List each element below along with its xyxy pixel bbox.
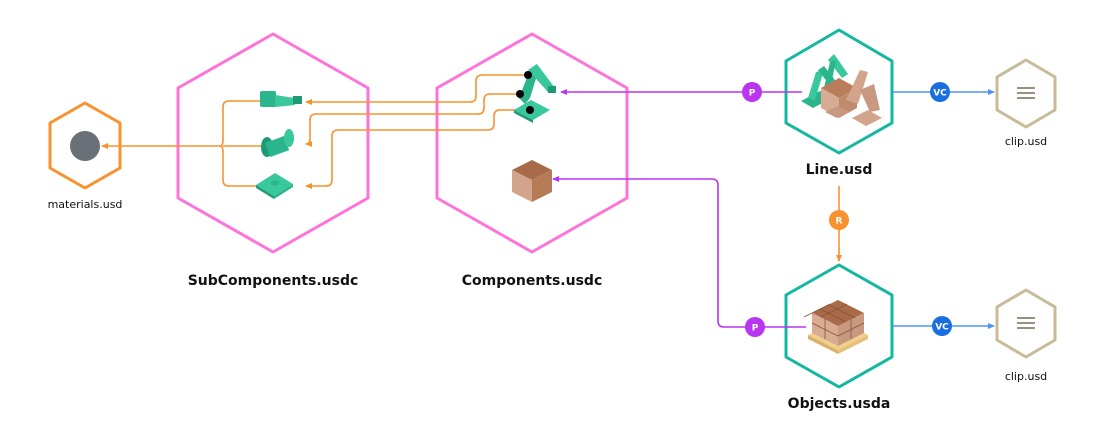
objects-hexagon[interactable] xyxy=(784,263,894,389)
valueclip-badge-top[interactable]: VC xyxy=(930,82,950,102)
valueclip-badge-top-label: VC xyxy=(933,89,947,99)
pallet-icon xyxy=(803,300,868,354)
clip-top-label: clip.usd xyxy=(1005,135,1047,148)
edge-objects-to-components xyxy=(552,176,806,328)
reference-badge-label: R xyxy=(836,217,843,227)
clip-bottom-label: clip.usd xyxy=(1005,370,1047,383)
line-hexagon[interactable] xyxy=(784,28,894,155)
timeline-icon xyxy=(1017,87,1035,99)
payload-badge-top-label: P xyxy=(749,89,756,99)
subcomponents-hexagon[interactable] xyxy=(176,32,370,254)
materials-label: materials.usd xyxy=(48,198,123,211)
edge-arm-joint3 xyxy=(305,109,529,189)
timeline-icon xyxy=(1017,317,1035,329)
payload-badge-bottom[interactable]: P xyxy=(745,317,765,337)
valueclip-connections xyxy=(892,89,995,329)
line-label: Line.usd xyxy=(806,162,873,178)
valueclip-badge-bottom-label: VC xyxy=(935,323,949,333)
sphere-icon xyxy=(70,131,100,161)
robot-base-arm-icon xyxy=(260,91,302,107)
clip-top-hexagon[interactable] xyxy=(995,58,1057,129)
payload-badge-top[interactable]: P xyxy=(742,82,762,102)
clip-bottom-hexagon[interactable] xyxy=(995,288,1057,359)
payload-badge-bottom-label: P xyxy=(752,324,759,334)
subcomponents-label: SubComponents.usdc xyxy=(188,273,359,289)
reference-badge[interactable]: R xyxy=(829,210,849,230)
edge-arm-joint1 xyxy=(305,74,527,105)
valueclip-badge-bottom[interactable]: VC xyxy=(932,316,952,336)
components-label: Components.usdc xyxy=(462,273,603,289)
edge-branch-top xyxy=(219,100,262,147)
components-hexagon[interactable] xyxy=(435,32,629,254)
robot-joint-cylinder-icon xyxy=(261,129,294,157)
edge-branch-bottom xyxy=(219,145,262,187)
robot-mount-plate-icon xyxy=(256,173,293,199)
assembly-line-icon xyxy=(801,54,882,126)
robot-arm-icon xyxy=(514,64,556,123)
objects-label: Objects.usda xyxy=(788,396,891,412)
box-icon xyxy=(512,160,552,202)
payload-connections xyxy=(552,89,806,328)
edge-arm-joint2 xyxy=(305,93,519,147)
material-connections xyxy=(101,74,529,189)
materials-hexagon[interactable] xyxy=(48,101,122,190)
